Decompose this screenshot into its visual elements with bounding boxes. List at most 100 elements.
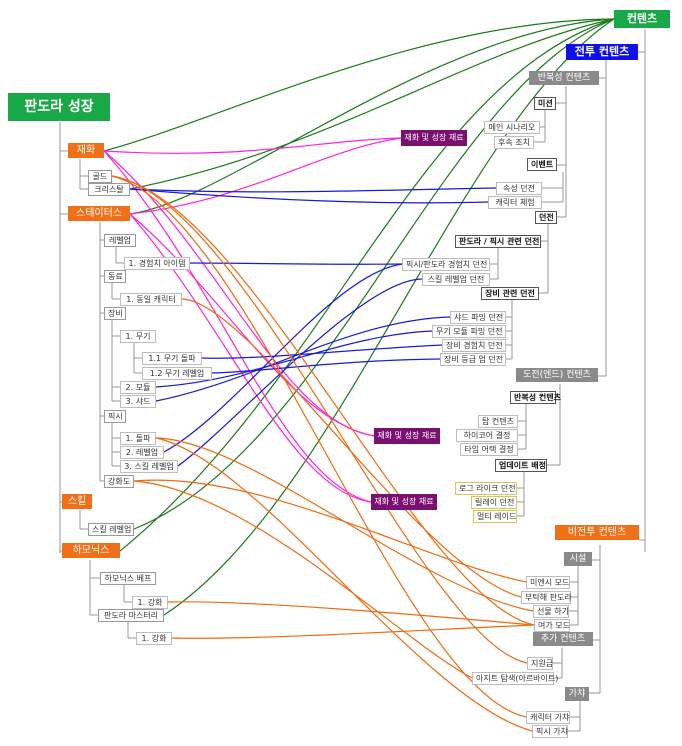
cross-link bbox=[189, 262, 403, 265]
node-pandora-mastery[interactable]: 판도라 마스터리 bbox=[98, 609, 164, 622]
node-pandora-mastery-enhance[interactable]: 1. 강화 bbox=[136, 632, 172, 645]
cross-link bbox=[171, 624, 535, 639]
node-nonbattle-content[interactable]: 비전투 컨텐츠 bbox=[555, 525, 639, 540]
cross-link bbox=[133, 479, 527, 583]
cross-link bbox=[129, 188, 489, 204]
node-equip-grade-dungeon[interactable]: 장비 등급 업 던전 bbox=[440, 353, 506, 366]
node-follow-up[interactable]: 후속 조치 bbox=[494, 136, 534, 149]
node-shard-farm[interactable]: 샤드 파밍 던전 bbox=[450, 311, 506, 324]
node-crystal[interactable]: 크리스탈 bbox=[88, 183, 130, 196]
node-char-experience[interactable]: 캐릭터 체험 bbox=[488, 196, 542, 209]
node-ganghwado[interactable]: 강화도 bbox=[104, 475, 134, 488]
node-relay-dungeon[interactable]: 릴레이 던전 bbox=[471, 496, 517, 509]
node-multi-raid[interactable]: 멀티 레이드 bbox=[473, 510, 517, 523]
node-leisure-mode[interactable]: 여가 모드 bbox=[534, 619, 570, 632]
cross-links bbox=[103, 18, 615, 732]
node-pixi-exp-dungeon[interactable]: 픽시/판도라 경험치 던전 bbox=[402, 258, 490, 271]
node-battle-content[interactable]: 전투 컨텐츠 bbox=[566, 44, 638, 60]
node-skill-levelup-dungeon[interactable]: 스킬 레벨업 던전 bbox=[422, 273, 490, 286]
node-skill[interactable]: 스킬 bbox=[62, 494, 92, 509]
node-repeat-content-2[interactable]: 반복성 컨텐츠 bbox=[510, 391, 561, 404]
cross-link bbox=[163, 263, 403, 453]
node-levelup[interactable]: 레벨업 bbox=[104, 234, 136, 247]
node-time-attack[interactable]: 타임 어택 결정 bbox=[460, 443, 518, 456]
node-pixi-gacha[interactable]: 픽시 가챠 bbox=[532, 725, 568, 738]
node-pixi-breakthrough[interactable]: 1. 돌파 bbox=[120, 432, 156, 445]
tree-connector bbox=[115, 246, 124, 264]
node-skill-levelup[interactable]: 스킬 레벨업 bbox=[88, 523, 134, 536]
node-levelup-exp-item[interactable]: 1. 경험치 아이템 bbox=[124, 257, 190, 270]
tree-connector bbox=[553, 648, 563, 679]
node-equip-dungeon[interactable]: 장비 관련 던전 bbox=[481, 287, 539, 300]
cross-link bbox=[155, 316, 451, 402]
tree-connector bbox=[569, 566, 579, 626]
node-weapon-module-farm[interactable]: 무기 모듈 파밍 던전 bbox=[432, 325, 506, 338]
node-extra-content[interactable]: 추가 컨텐츠 bbox=[533, 632, 593, 646]
node-event[interactable]: 이벤트 bbox=[527, 158, 557, 171]
node-main-scenario[interactable]: 메인 시나리오 bbox=[484, 121, 540, 134]
node-attr-dungeon[interactable]: 속성 던전 bbox=[496, 182, 542, 195]
node-weapon-breakthrough[interactable]: 1.1 무기 돌파 bbox=[142, 352, 202, 365]
node-dungeon[interactable]: 던전 bbox=[535, 211, 557, 224]
node-mansion-mode[interactable]: 미엔시 모드 bbox=[526, 576, 570, 589]
tree-connector bbox=[111, 319, 120, 402]
node-challenge-content[interactable]: 도전(엔드) 컨텐츠 bbox=[516, 368, 598, 382]
root-pandora-growth[interactable]: 판도라 성장 bbox=[8, 93, 110, 121]
node-pixi-skill-levelup[interactable]: 3. 스킬 레벨업 bbox=[120, 460, 178, 473]
node-pixi-levelup[interactable]: 2. 레벨업 bbox=[120, 446, 164, 459]
tree-connector bbox=[123, 584, 132, 603]
node-shard[interactable]: 3. 샤드 bbox=[120, 395, 156, 408]
cross-link bbox=[133, 480, 473, 679]
node-harmonix[interactable]: 하모닉스 bbox=[62, 543, 120, 558]
tree-connector bbox=[568, 700, 581, 732]
node-ruins-explore[interactable]: 아지트 탐색(아르바이트) bbox=[472, 672, 558, 685]
tree-connector bbox=[127, 621, 136, 639]
node-jaehwa[interactable]: 재화 bbox=[68, 143, 104, 158]
node-dongryo-same-char[interactable]: 1. 동일 캐릭터 bbox=[120, 293, 182, 306]
cross-link bbox=[103, 137, 402, 154]
tree-connector bbox=[89, 560, 100, 616]
cross-link bbox=[129, 187, 497, 193]
node-hardcore[interactable]: 하이코어 결정 bbox=[456, 429, 518, 442]
node-gift[interactable]: 선물 하기 bbox=[533, 605, 569, 618]
node-material-3[interactable]: 재화 및 성장 재료 bbox=[371, 494, 437, 510]
node-dongryo[interactable]: 동료 bbox=[104, 270, 126, 283]
node-equip-exp-dungeon[interactable]: 장비 경험치 던전 bbox=[442, 339, 506, 352]
node-char-gacha[interactable]: 캐릭터 가챠 bbox=[526, 711, 570, 724]
cross-link bbox=[129, 18, 615, 190]
node-tower-content[interactable]: 탑 컨텐츠 bbox=[478, 415, 518, 428]
node-update-assign[interactable]: 업데이트 배정 bbox=[495, 459, 547, 472]
node-content[interactable]: 컨텐츠 bbox=[614, 10, 670, 28]
node-gold[interactable]: 골드 bbox=[88, 170, 112, 183]
node-harmonix-base-enhance[interactable]: 1. 강화 bbox=[132, 596, 168, 609]
tree-lines bbox=[59, 29, 646, 732]
tree-connector bbox=[111, 422, 120, 467]
node-repeat-content[interactable]: 반복성 컨텐츠 bbox=[529, 71, 599, 85]
node-mission[interactable]: 미션 bbox=[534, 97, 556, 110]
cross-link bbox=[129, 18, 615, 215]
node-gacha[interactable]: 가챠 bbox=[565, 687, 589, 701]
node-module[interactable]: 2. 모듈 bbox=[120, 381, 156, 394]
node-support-fund[interactable]: 지원금 bbox=[527, 657, 553, 670]
node-material-1[interactable]: 재화 및 성장 재료 bbox=[401, 130, 467, 146]
tree-connector bbox=[556, 86, 567, 218]
node-rogue-dungeon[interactable]: 로그 라이크 던전 bbox=[455, 482, 517, 495]
node-material-2[interactable]: 재화 및 성장 재료 bbox=[374, 428, 440, 444]
tree-connector bbox=[542, 172, 564, 203]
cross-link bbox=[133, 18, 615, 530]
tree-connector bbox=[518, 402, 527, 450]
node-harmonix-base[interactable]: 하모닉스 베프 bbox=[100, 572, 156, 585]
node-pandora-care[interactable]: 부탁해 판도라 bbox=[521, 591, 572, 604]
node-facility[interactable]: 시설 bbox=[564, 552, 592, 566]
node-weapon[interactable]: 1. 무기 bbox=[120, 330, 156, 343]
node-jangbi[interactable]: 장비 bbox=[104, 307, 126, 320]
cross-link bbox=[111, 175, 527, 718]
node-weapon-levelup[interactable]: 1.2 무기 레벨업 bbox=[142, 367, 212, 380]
node-pixi[interactable]: 픽시 bbox=[104, 410, 126, 423]
tree-connector bbox=[490, 247, 499, 280]
tree-connector bbox=[517, 472, 525, 517]
node-status[interactable]: 스테이터스 bbox=[68, 206, 130, 221]
node-pandora-pixi-dungeon[interactable]: 판도라 / 픽시 관련 던전 bbox=[455, 235, 541, 248]
tree-connector bbox=[111, 282, 120, 300]
